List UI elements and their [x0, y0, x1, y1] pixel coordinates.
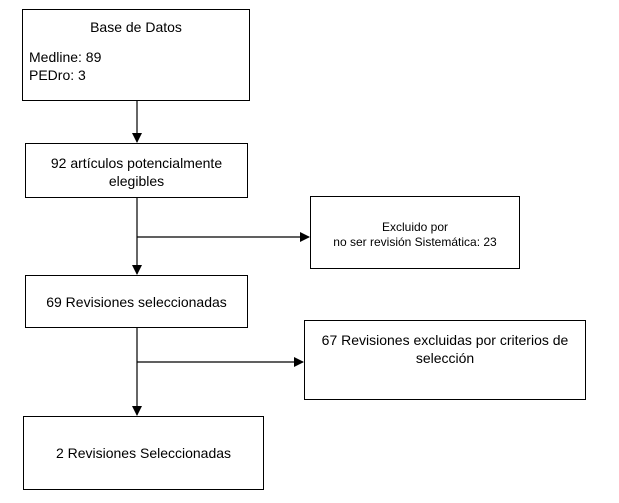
database-title: Base de Datos	[90, 19, 182, 35]
excluded-criteria-text: 67 Revisiones excluidas por criterios de…	[321, 332, 569, 366]
excluded-1-line1: Excluido por	[381, 219, 449, 234]
database-box: Base de Datos Medline: 89 PEDro: 3	[22, 9, 250, 101]
selected-reviews-box: 69 Revisiones seleccionadas	[25, 275, 248, 328]
database-pedro: PEDro: 3	[29, 67, 86, 83]
final-selected-reviews-box: 2 Revisiones Seleccionadas	[23, 416, 264, 490]
excluded-1-line2: no ser revisión Sistemática: 23	[333, 234, 497, 249]
final-selected-reviews-text: 2 Revisiones Seleccionadas	[55, 445, 232, 461]
selected-reviews-text: 69 Revisiones seleccionadas	[46, 293, 227, 310]
eligible-articles-text: 92 artículos potencialmente elegibles	[50, 155, 223, 189]
database-medline: Medline: 89	[29, 49, 102, 65]
eligible-articles-box: 92 artículos potencialmente elegibles	[25, 143, 248, 198]
excluded-not-systematic-box: Excluido por no ser revisión Sistemática…	[310, 196, 520, 269]
excluded-criteria-box: 67 Revisiones excluidas por criterios de…	[304, 320, 586, 400]
